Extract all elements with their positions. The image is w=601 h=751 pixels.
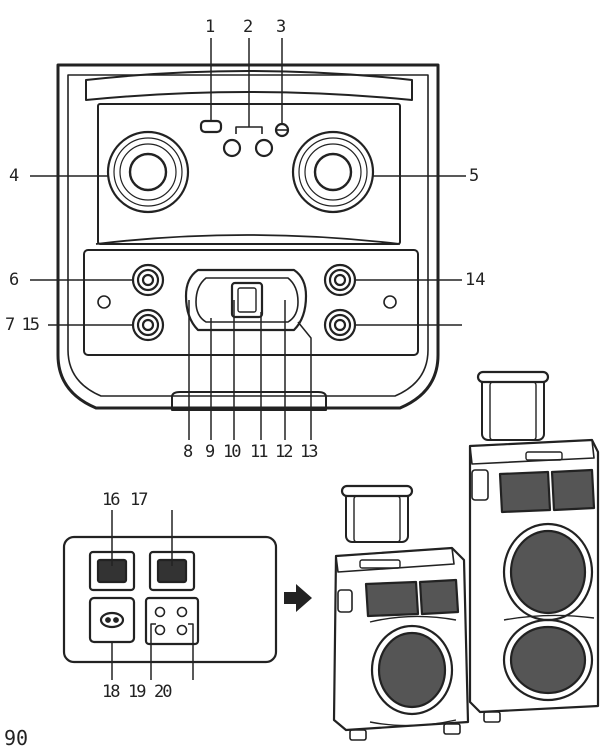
switch-panel <box>62 535 278 664</box>
jack-left <box>222 138 242 158</box>
label-9: 9 <box>205 442 216 462</box>
speaker-cone-left <box>106 130 190 214</box>
jack-right <box>254 138 274 158</box>
rca-jack-15 <box>131 308 165 342</box>
label-11: 11 <box>250 442 269 462</box>
label-2: 2 <box>243 17 254 37</box>
label-7-15: 7 15 <box>5 315 40 335</box>
label-4: 4 <box>9 166 20 186</box>
label-13: 13 <box>300 442 319 462</box>
rca-jack-right-lower <box>323 308 357 342</box>
label-6: 6 <box>9 270 20 290</box>
speaker-small <box>332 484 470 741</box>
label-17: 17 <box>130 490 149 510</box>
label-20: 20 <box>154 682 173 702</box>
rear-panel <box>56 63 440 411</box>
label-3: 3 <box>276 17 287 37</box>
label-5: 5 <box>469 166 480 186</box>
label-14: 14 <box>465 270 486 290</box>
rca-jack-14 <box>323 263 357 297</box>
rca-jack-6 <box>131 263 165 297</box>
arrow-right-icon <box>284 584 312 612</box>
label-1: 1 <box>205 17 216 37</box>
speaker-cone-right <box>291 130 375 214</box>
label-16: 16 <box>102 490 121 510</box>
label-18: 18 <box>102 682 121 702</box>
screw-left <box>97 295 111 309</box>
center-selector <box>184 268 308 332</box>
label-19: 19 <box>128 682 147 702</box>
speaker-large <box>468 370 600 723</box>
screw-right <box>383 295 397 309</box>
usb-port <box>199 119 223 134</box>
page-number: 90 <box>4 726 29 750</box>
label-12: 12 <box>275 442 294 462</box>
label-8: 8 <box>183 442 194 462</box>
label-10: 10 <box>223 442 242 462</box>
